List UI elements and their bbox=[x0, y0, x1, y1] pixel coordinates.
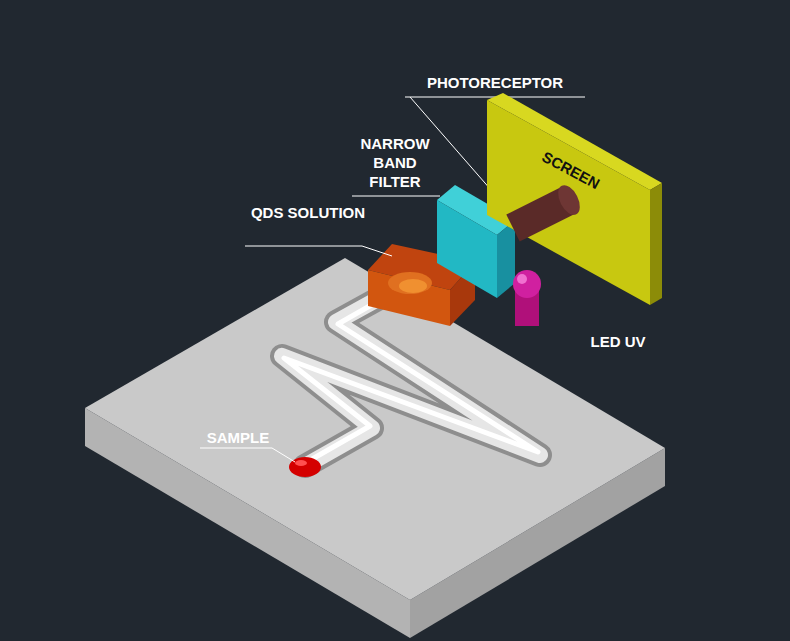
screen-shape bbox=[487, 90, 665, 322]
part-label: NARROW BAND FILTER bbox=[350, 134, 440, 191]
qds-well bbox=[388, 272, 432, 294]
led-highlight bbox=[517, 274, 527, 284]
qds-well-inner bbox=[399, 279, 427, 293]
led-bulb bbox=[513, 270, 541, 298]
leader-line bbox=[200, 448, 272, 449]
leader-line bbox=[352, 196, 440, 197]
screen-panel: SCREEN bbox=[487, 90, 665, 322]
qds-front bbox=[368, 270, 450, 326]
filter-side bbox=[497, 220, 515, 298]
part-label: LED UV bbox=[578, 332, 658, 351]
sample-highlight bbox=[295, 460, 307, 466]
part-label: QDS SOLUTION bbox=[250, 203, 366, 223]
part-label: PHOTORECEPTOR bbox=[405, 73, 585, 92]
plate-top bbox=[85, 258, 665, 600]
leader-line bbox=[362, 246, 392, 256]
leader-line bbox=[245, 246, 362, 247]
leader-line bbox=[272, 448, 295, 462]
sample-drop bbox=[289, 457, 321, 477]
part-label: SAMPLE bbox=[198, 428, 278, 447]
